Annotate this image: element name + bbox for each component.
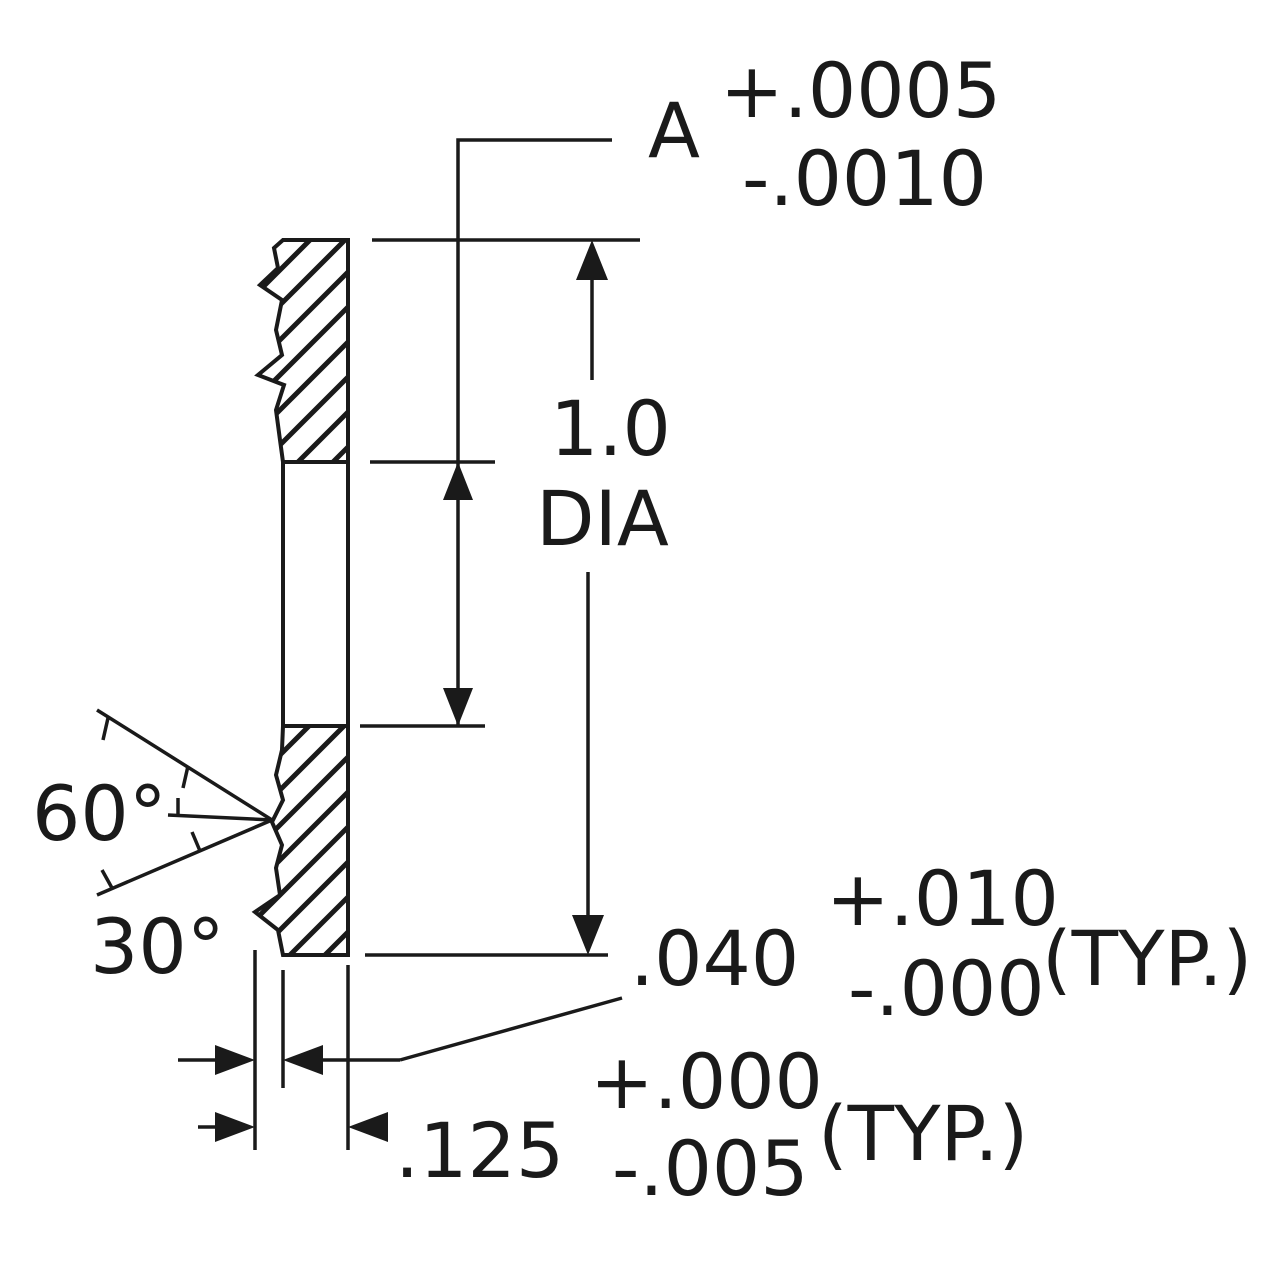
angle-callout bbox=[96, 708, 273, 897]
upper-section-outline bbox=[254, 238, 350, 464]
t040-arrow-left bbox=[215, 1045, 255, 1075]
thickness-040-tol-plus: +.010 bbox=[826, 854, 1059, 943]
thickness-125-typ: (TYP.) bbox=[818, 1089, 1028, 1178]
bore-arrow-down bbox=[443, 688, 473, 726]
thickness-125-tol-plus: +.000 bbox=[590, 1037, 823, 1126]
thickness-040-typ: (TYP.) bbox=[1042, 914, 1252, 1003]
angle-30-label: 30° bbox=[90, 902, 225, 991]
upper-section bbox=[254, 238, 350, 464]
bore-arrow-up bbox=[443, 462, 473, 500]
angle-60-label: 60° bbox=[32, 769, 167, 858]
lower-section-outline bbox=[251, 724, 350, 957]
diameter-value: 1.0 bbox=[550, 384, 671, 473]
bore-section bbox=[281, 462, 350, 726]
thickness-dimension bbox=[178, 950, 623, 1150]
datum-tol-plus: +.0005 bbox=[720, 46, 1001, 135]
datum-tol-minus: -.0010 bbox=[742, 134, 987, 223]
t040-arrow-right bbox=[283, 1045, 323, 1075]
diameter-dimension bbox=[365, 238, 640, 957]
thickness-040-tol-minus: -.000 bbox=[848, 944, 1045, 1033]
thickness-125-tol-minus: -.005 bbox=[612, 1124, 809, 1213]
upper-section-hatch bbox=[258, 240, 348, 462]
t125-arrow-right bbox=[348, 1112, 388, 1142]
datum-a-dimension bbox=[360, 138, 612, 728]
t125-arrow-left bbox=[215, 1112, 255, 1142]
thickness-125-value: .125 bbox=[395, 1106, 564, 1195]
diameter-unit: DIA bbox=[536, 474, 669, 563]
dia-arrow-down bbox=[572, 915, 604, 955]
datum-a-label: A bbox=[648, 86, 700, 175]
dia-arrow-up bbox=[576, 240, 608, 280]
thickness-040-value: .040 bbox=[630, 914, 799, 1003]
lower-section-hatch bbox=[255, 726, 348, 955]
lower-section bbox=[251, 724, 350, 957]
